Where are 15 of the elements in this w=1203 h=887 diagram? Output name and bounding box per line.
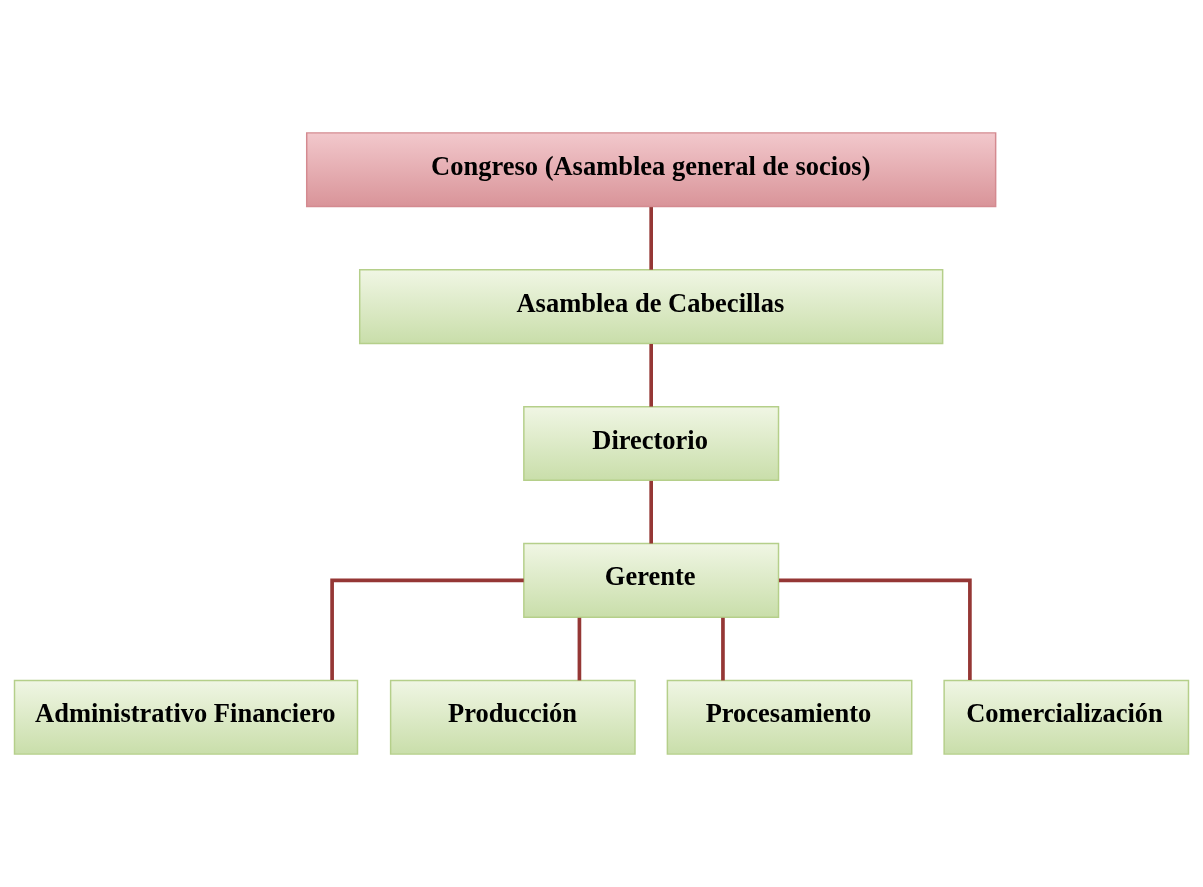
- connector: [649, 480, 653, 544]
- node-box: Gerente: [523, 542, 780, 618]
- node-box: Congreso (Asamblea general de socios): [305, 132, 997, 208]
- node-box: Asamblea de Cabecillas: [358, 269, 944, 345]
- node-box: Comercialización: [943, 679, 1190, 755]
- node-box: Producción: [389, 679, 636, 755]
- connector: [779, 578, 972, 680]
- node-box: Administrativo Financiero: [13, 679, 359, 755]
- node-box: Procesamiento: [666, 679, 913, 755]
- connector: [330, 578, 524, 680]
- connector: [577, 617, 582, 681]
- connector: [721, 617, 725, 681]
- node-box: Directorio: [523, 405, 780, 482]
- connector: [649, 344, 653, 407]
- connector: [649, 207, 653, 270]
